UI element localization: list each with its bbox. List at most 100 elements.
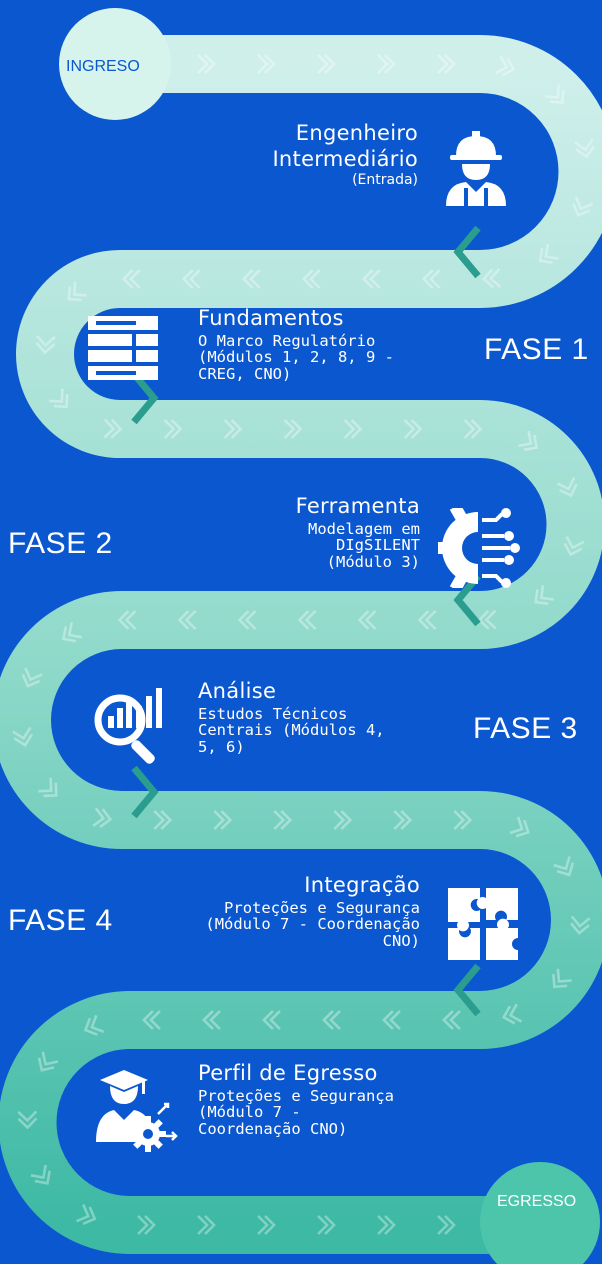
road-chevron (76, 1204, 97, 1226)
road-chevron (563, 536, 585, 557)
road-chevron (301, 269, 321, 289)
phase-3-label: FASE 3 (473, 712, 578, 745)
phase-1-label: FASE 1 (484, 333, 589, 366)
road-chevron (35, 335, 56, 355)
road-chevron (257, 54, 276, 74)
road-chevron (92, 807, 113, 829)
stage-egresso-desc: Proteções e Segurança (Módulo 7 - Coorde… (198, 1086, 394, 1138)
road-chevron (343, 419, 363, 439)
road-chevron (322, 1010, 341, 1030)
end-node (480, 1162, 600, 1264)
gear-circuit-icon (438, 508, 520, 588)
road-chevron (317, 1215, 336, 1235)
road-chevron (163, 419, 183, 439)
road-turn-chevron (453, 963, 481, 1017)
road-chevron (538, 243, 559, 265)
road-chevron (137, 1215, 156, 1235)
road-chevron (61, 622, 82, 643)
graduate-gear-icon (96, 1070, 178, 1152)
road-chevron (403, 419, 423, 439)
road-chevron (481, 268, 502, 289)
road-chevron (574, 138, 595, 159)
road-chevron (37, 1051, 59, 1072)
road-chevron (572, 196, 594, 218)
road-chevron (552, 968, 572, 989)
road-chevron (421, 269, 441, 289)
road-chevron (117, 610, 137, 630)
road-chevron (197, 1215, 216, 1235)
stage-ferramenta-title: Ferramenta (295, 494, 420, 518)
road-chevron (377, 54, 396, 74)
start-label: INGRESO (66, 58, 140, 75)
stage-engineer: Engenheiro Intermediário (Entrada) (200, 121, 418, 189)
road-chevron (241, 269, 261, 289)
puzzle-icon (448, 888, 518, 960)
road-chevron (153, 810, 173, 830)
road-chevron (437, 54, 456, 74)
road-chevron (509, 816, 530, 838)
road-chevron (237, 610, 257, 630)
stage-ferramenta-desc: Modelagem em DIgSILENT (Módulo 3) (308, 519, 420, 571)
road-chevron (556, 476, 578, 498)
road-chevron (382, 1010, 401, 1030)
start-node (59, 8, 171, 120)
road-chevron (417, 610, 437, 630)
road-chevron (545, 84, 565, 104)
road-chevron (518, 430, 539, 452)
road-chevron (17, 1110, 38, 1130)
stage-fundamentos: Fundamentos O Marco Regulatório (Módulos… (198, 306, 438, 383)
road-chevron (142, 1010, 161, 1030)
road-chevron (463, 419, 483, 439)
stage-fundamentos-desc: O Marco Regulatório (Módulos 1, 2, 8, 9 … (198, 331, 394, 383)
stage-analise: Análise Estudos Técnicos Centrais (Módul… (198, 679, 418, 756)
road-chevron (177, 610, 197, 630)
road-turn-chevron (131, 765, 159, 819)
road-chevron (49, 388, 69, 409)
road-chevron (393, 810, 413, 830)
stage-fundamentos-title: Fundamentos (198, 306, 344, 330)
road-chevron (273, 810, 293, 830)
road-chevron (357, 610, 377, 630)
phase-2-label: FASE 2 (8, 527, 113, 560)
stage-engineer-title-line2: Intermediário (272, 146, 418, 171)
stage-analise-desc: Estudos Técnicos Centrais (Módulos 4, 5,… (198, 704, 385, 756)
road-chevron (317, 54, 336, 74)
stage-engineer-note: (Entrada) (352, 172, 418, 189)
phase-4-label: FASE 4 (8, 904, 113, 937)
road-chevron (257, 1215, 276, 1235)
road-chevron (262, 1010, 281, 1030)
road-chevron (283, 419, 303, 439)
road-turn-chevron (131, 371, 159, 425)
road-turn-chevron (453, 573, 481, 627)
road-chevron (30, 1164, 51, 1185)
stage-integracao: Integração Proteções e Segurança (Módulo… (180, 873, 420, 950)
road-chevron (103, 418, 123, 439)
road-chevron (494, 55, 516, 77)
stage-engineer-title: Engenheiro (295, 121, 418, 145)
road-chevron (333, 810, 353, 830)
stage-egresso: Perfil de Egresso Proteções e Segurança … (198, 1061, 438, 1138)
road-chevron (377, 1215, 396, 1235)
road-chevron (121, 269, 141, 289)
road-chevron (453, 810, 473, 830)
road-chevron (297, 610, 317, 630)
server-rack-icon (88, 316, 158, 380)
stage-egresso-title: Perfil de Egresso (198, 1061, 378, 1085)
end-label: EGRESSO (497, 1193, 577, 1210)
road-chevron (83, 1014, 105, 1036)
engineer-icon (446, 131, 506, 206)
road-chevron (570, 915, 591, 936)
road-chevron (223, 419, 243, 439)
road-chevron (202, 1010, 221, 1030)
chart-magnifier-icon (94, 688, 162, 764)
road-chevron (213, 810, 233, 830)
road-turn-chevron (453, 225, 481, 279)
road-chevron (12, 726, 34, 747)
stage-ferramenta: Ferramenta Modelagem em DIgSILENT (Módul… (230, 494, 420, 571)
road-chevron (38, 777, 58, 798)
road-chevron (553, 856, 575, 877)
road-chevron (442, 1010, 461, 1030)
road-chevron (534, 585, 555, 606)
